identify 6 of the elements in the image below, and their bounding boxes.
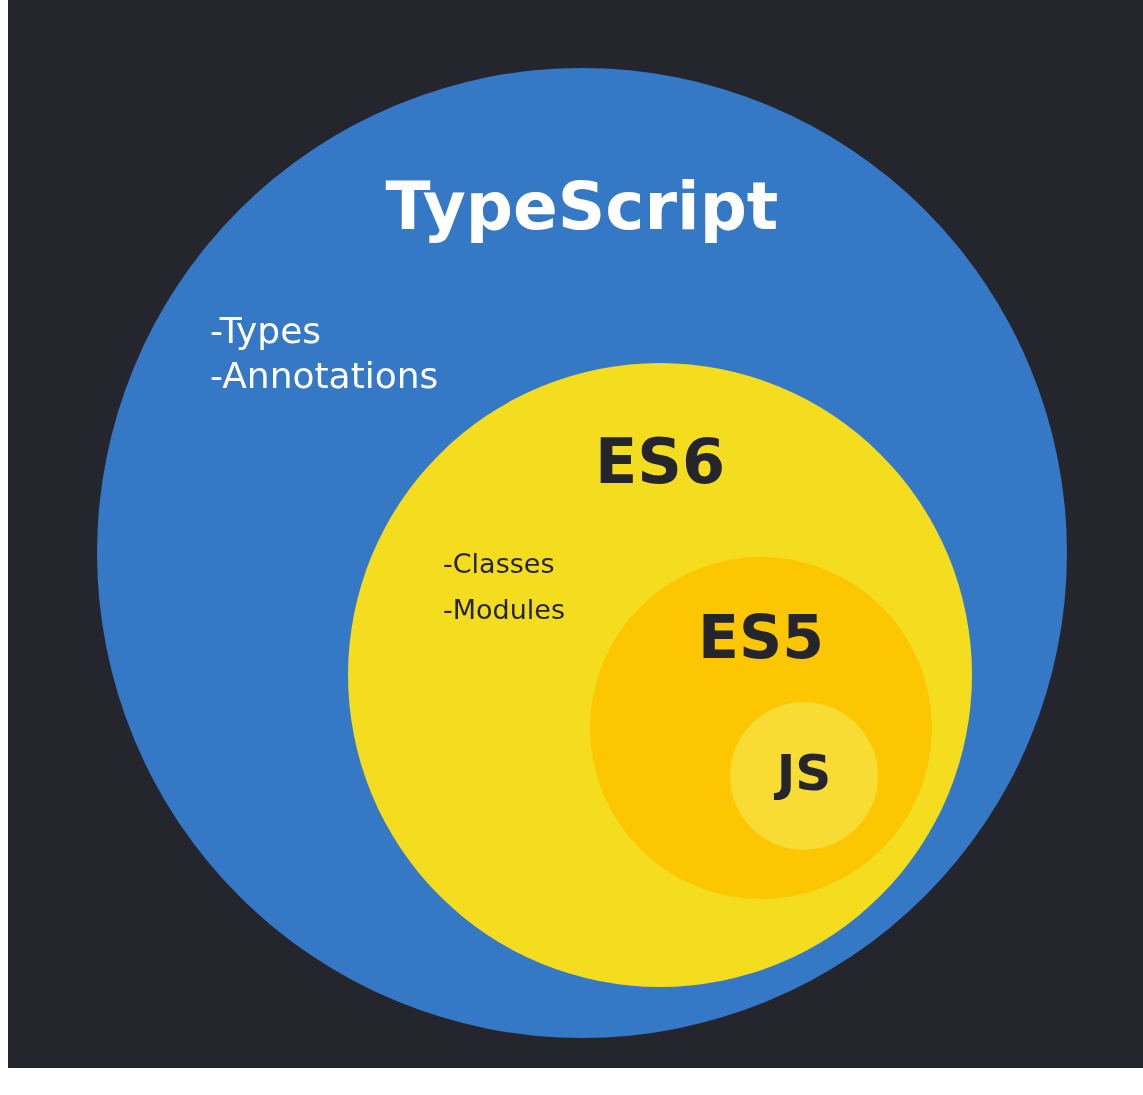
circle-title: ES5 xyxy=(698,602,824,672)
circle-title: TypeScript xyxy=(385,168,779,245)
circle-title: JS xyxy=(776,744,832,802)
feature-list: -Types -Annotations xyxy=(210,308,439,398)
circle-title: ES6 xyxy=(594,425,726,498)
feature-list: -Classes -Modules xyxy=(443,541,565,633)
